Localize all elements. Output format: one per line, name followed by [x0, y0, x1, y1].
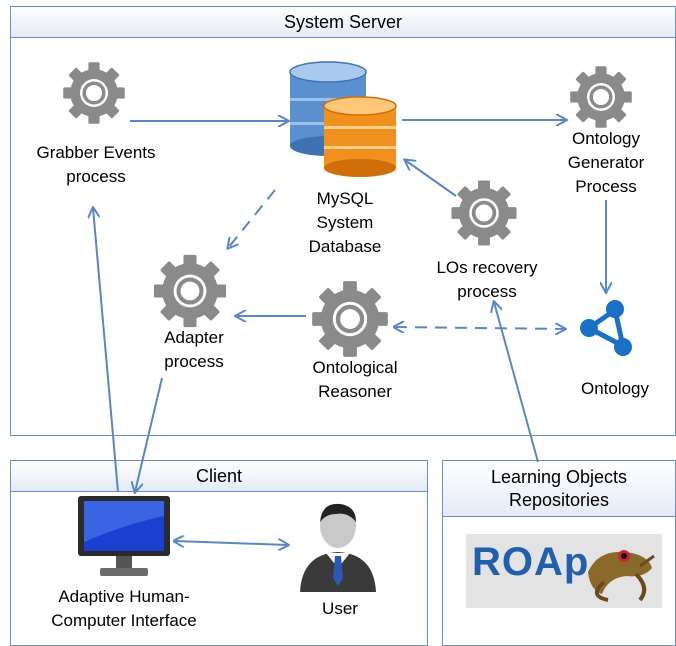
mysql-line1: MySQL — [316, 189, 374, 208]
arrow-repos-to-losrecovery — [494, 302, 539, 463]
losrecovery-line1: LOs recovery — [436, 258, 538, 277]
los-recovery-label: LOs recovery process — [412, 256, 562, 304]
ontogen-line2: Generator — [567, 153, 645, 172]
grabber-line1: Grabber Events — [36, 143, 156, 162]
mysql-line2: System — [316, 213, 374, 232]
arrow-ahci-user — [175, 541, 288, 545]
gear-icon — [570, 66, 632, 128]
ahci-line1: Adaptive Human- — [58, 587, 190, 606]
losrecovery-line2: process — [457, 282, 517, 301]
arrow-losrecovery-to-db — [405, 160, 457, 197]
ontogen-line1: Ontology — [571, 129, 641, 148]
ahci-label: Adaptive Human- Computer Interface — [20, 585, 228, 633]
user-line1: User — [322, 599, 358, 618]
gear-icon — [63, 62, 125, 124]
ontology-label: Ontology — [560, 377, 670, 401]
adapter-line1: Adapter — [164, 328, 224, 347]
system-server-title: System Server — [11, 7, 675, 38]
roap-logo: ROAp — [466, 534, 662, 608]
mysql-line3: Database — [308, 237, 382, 256]
ahci-line2: Computer Interface — [51, 611, 197, 630]
arrow-db-to-adapter — [228, 189, 276, 248]
ontology-line1: Ontology — [580, 379, 650, 398]
arrow-adapter-to-ahci — [135, 377, 163, 492]
adapter-line2: process — [164, 352, 224, 371]
ontology-generator-label: Ontology Generator Process — [550, 127, 662, 199]
reasoner-line1: Ontological — [312, 358, 398, 377]
ontology-network-icon — [580, 300, 632, 356]
repositories-title-line2: Repositories — [508, 489, 610, 510]
repositories-title-line1: Learning Objects — [490, 466, 628, 487]
arrow-reasoner-ontology — [395, 327, 565, 329]
arrow-ahci-to-grabber — [93, 208, 119, 493]
gear-icon — [312, 281, 388, 357]
user-label: User — [300, 597, 380, 621]
monitor-icon — [78, 496, 170, 576]
grabber-line2: process — [66, 167, 126, 186]
reasoner-line2: Reasoner — [318, 382, 392, 401]
mysql-database-label: MySQL System Database — [290, 187, 400, 259]
ontogen-line3: Process — [575, 177, 637, 196]
adapter-process-label: Adapter process — [136, 326, 252, 374]
user-icon — [300, 503, 376, 592]
client-title: Client — [11, 461, 427, 492]
roap-logo-text: ROAp — [472, 540, 590, 584]
gear-icon — [451, 180, 517, 246]
frog-icon — [588, 550, 655, 602]
gear-icon — [153, 254, 227, 328]
repositories-title: Learning Objects Repositories — [443, 461, 675, 517]
grabber-events-label: Grabber Events process — [8, 141, 184, 189]
database-icon — [289, 61, 397, 177]
ontological-reasoner-label: Ontological Reasoner — [290, 356, 420, 404]
